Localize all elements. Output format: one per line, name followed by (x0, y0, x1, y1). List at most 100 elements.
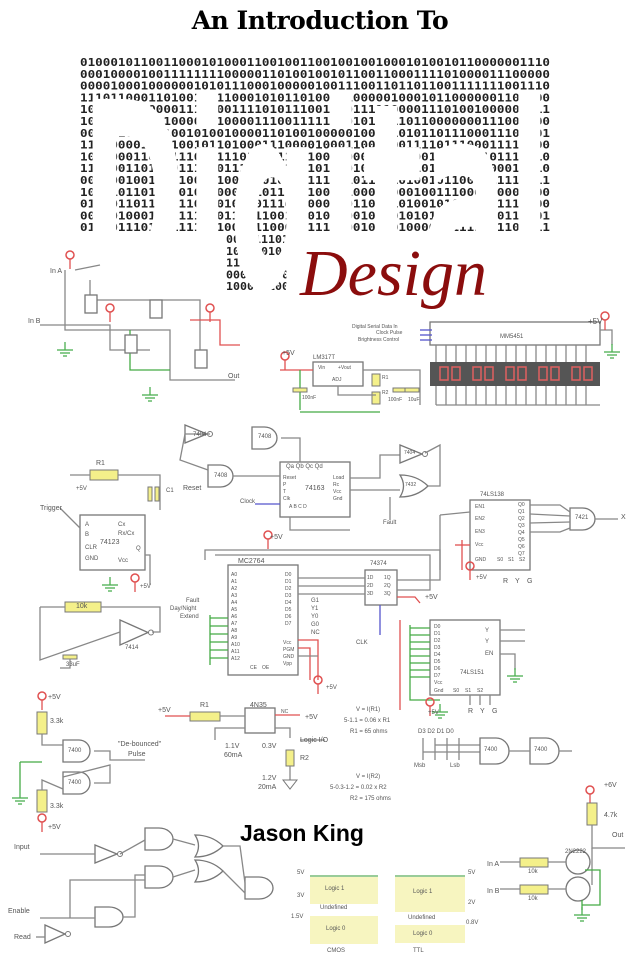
capacitor-c1 (154, 486, 160, 502)
counter-label: 7408 (214, 473, 228, 479)
eprom-label: A12 (231, 656, 240, 662)
logic-levels-label: Logic 1 (413, 889, 433, 895)
binary-row: 1101000010011001011010001110000100011000… (80, 139, 550, 152)
schmitt-inverter-7414 (119, 618, 150, 647)
eprom-label: G1 (311, 598, 320, 604)
nand-gate-7400 (62, 739, 91, 763)
eprom-label: 1Q (384, 575, 391, 581)
eprom-label: +5V (326, 685, 337, 691)
regulator-label: 10uF (408, 397, 420, 403)
wire (600, 329, 613, 345)
eprom-label: A8 (231, 628, 238, 634)
eprom-label: MC2764 (238, 558, 265, 565)
monostable-label: Trigger (40, 505, 62, 512)
binary-row: 1011001010 (226, 245, 296, 258)
multiplexer-label: S2 (477, 688, 484, 694)
counter-label: Clk (283, 496, 291, 502)
eprom-label: 2Q (384, 583, 391, 589)
decoder-label: Q5 (518, 537, 525, 543)
mux-74LS151 (429, 619, 501, 696)
transistor-nor-label: In B (487, 888, 500, 895)
resistor-10k (519, 857, 549, 868)
counter-label: Gnd (333, 496, 343, 502)
and-gate (94, 906, 124, 928)
counter-label: 7404 (404, 450, 416, 456)
wire (123, 874, 145, 918)
eprom-label: 74374 (370, 561, 387, 567)
multiplexer-label: D2 (434, 638, 441, 644)
decoder-label: +5V (476, 575, 487, 581)
transistor-symbol (84, 294, 98, 314)
monostable-label: +5V (76, 486, 87, 492)
transistor-nor-label: 2N2222 (565, 849, 587, 855)
transistor-symbol (124, 334, 138, 354)
optocoupler-label: Logic I/O (300, 737, 329, 744)
eprom-label: Vcc (283, 640, 292, 646)
comparator-label: Msb (414, 763, 426, 769)
power-symbol (37, 691, 47, 701)
counter-74163 (279, 461, 351, 518)
binary-row: 1010000110001110011110111111011000000000… (80, 150, 550, 163)
decoder-label: Q1 (518, 509, 525, 515)
eprom-label: Y1 (311, 606, 319, 612)
eprom-label: 3D (367, 591, 374, 597)
multiplexer-label: D1 (434, 631, 441, 637)
eprom-label: CE (250, 665, 257, 671)
optocoupler-4N35 (244, 707, 276, 734)
seven-segment-display (430, 362, 600, 386)
oscillator-label: 10k (76, 603, 88, 610)
digit (484, 366, 494, 381)
regulator-label: R1 (382, 375, 389, 381)
eprom-label: A4 (231, 600, 238, 606)
decoder-label: GND (475, 557, 487, 563)
or-gate (193, 834, 224, 858)
binary-row: 0010111011 (226, 233, 296, 246)
decoder-label: S0 (497, 557, 504, 563)
logic-levels-label: Undefined (408, 915, 436, 921)
multiplexer-label: G (492, 708, 498, 715)
multiplexer-label: Y (485, 639, 490, 645)
eprom-label: Extend (180, 614, 199, 620)
wire (214, 727, 245, 740)
multiplexer-label: D7 (434, 673, 441, 679)
power-symbol (205, 303, 215, 313)
comparator-label: 7400 (534, 747, 548, 753)
counter-label: 7404 (193, 432, 207, 438)
regulator-label: +Vout (338, 365, 351, 371)
counter-label: T (283, 489, 287, 495)
multiplexer-label: D5 (434, 659, 441, 665)
decoder-label: Q7 (518, 551, 525, 557)
lm317t-chip (312, 361, 364, 387)
eprom-label: A3 (231, 593, 238, 599)
logic-levels-label: 5V (468, 870, 476, 876)
counter-label: Rc (333, 482, 340, 488)
monostable-label: R1 (96, 460, 105, 467)
wire (582, 869, 601, 906)
optocoupler-label: +5V (158, 707, 171, 714)
multiplexer-label: Y (480, 708, 485, 715)
nand-gate-7400 (479, 737, 510, 765)
inverter-7404 (399, 444, 424, 464)
oscillator-label: 7414 (125, 645, 139, 651)
digit (538, 366, 548, 381)
tristate-label: Input (14, 844, 30, 851)
wire (74, 264, 101, 271)
cmos-gate-label: In A (50, 268, 63, 275)
eprom-label: 1D (367, 575, 374, 581)
display-driver-label: +5V (588, 317, 603, 326)
decoder-label: G (527, 578, 533, 585)
counter-label: 7408 (258, 434, 272, 440)
and-gate-7408 (251, 426, 278, 450)
debounce-label: "De-bounced" (118, 741, 162, 748)
digit (472, 366, 482, 381)
wire (64, 270, 235, 381)
wire (223, 845, 246, 884)
digit (550, 366, 560, 381)
wire (500, 653, 516, 670)
wire (281, 437, 301, 462)
optocoupler-label: R1 (200, 702, 209, 709)
transistor-symbol (149, 299, 163, 319)
mm5451-chip (429, 321, 601, 346)
display-driver-label: MM5451 (500, 334, 524, 340)
